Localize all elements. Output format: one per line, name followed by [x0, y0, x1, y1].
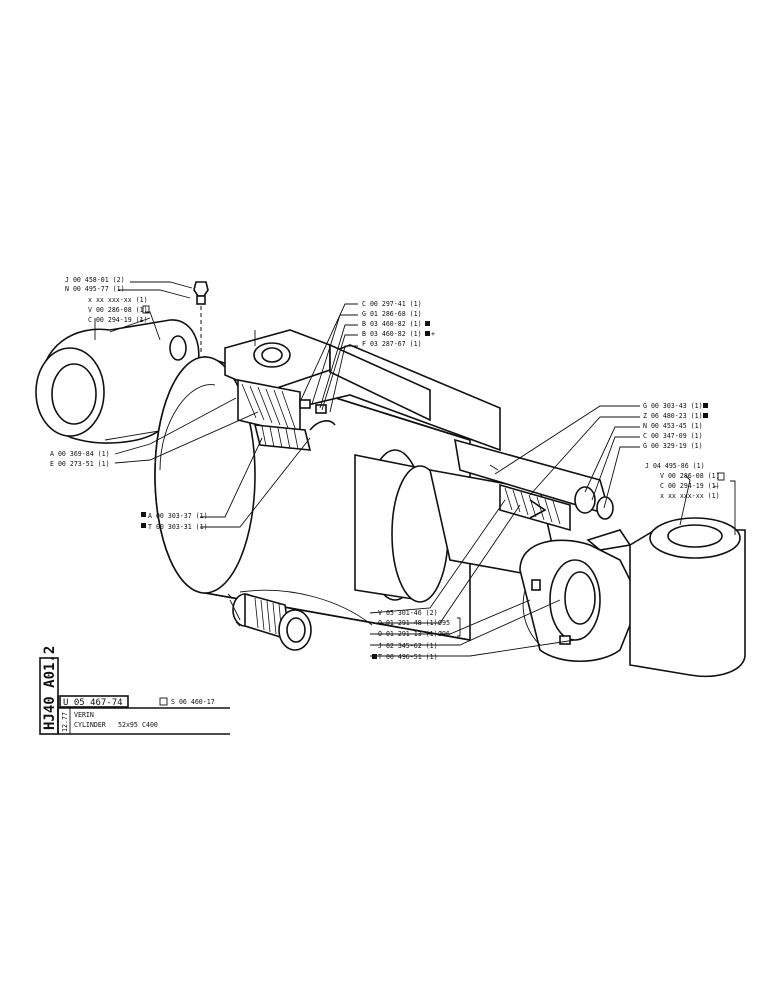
part-label: V 05 301-46 (2) [378, 609, 438, 617]
part-label: x xx xxx-xx (1) [660, 492, 720, 500]
part-label: J 02 345-62 (1) [378, 642, 438, 650]
piston-section [354, 449, 449, 603]
part-label: A 00 369-84 (1) [50, 450, 110, 458]
square-symbol [141, 523, 146, 528]
labels-center: C 00 297-41 (1) G 01 286-68 (1) B 03 460… [362, 300, 435, 348]
part-label: V 00 286-08 (1) [88, 306, 148, 314]
arrow-symbol: ← [140, 316, 144, 324]
box-symbol [159, 697, 168, 706]
labels-bottom: V 05 301-46 (2) O 01 291-48 (1) Ø95 O 01… [372, 609, 450, 661]
revision-date: 12.77 [61, 712, 69, 732]
rod-head [454, 438, 632, 551]
rear-clevis [35, 317, 200, 444]
part-label: Z 06 480-23 (1) [643, 412, 703, 420]
diameter-note: Ø95 [438, 619, 450, 627]
cylinder-model: C400 [142, 721, 158, 729]
plus-symbol: + [431, 330, 435, 338]
part-label: N 00 495-77 (1) [65, 285, 125, 293]
box-symbol [142, 305, 150, 314]
ref-number: S 06 460-17 [171, 698, 215, 706]
part-label: N 00 453-45 (1) [643, 422, 703, 430]
part-label: E 00 273-51 (1) [50, 460, 110, 468]
part-label: C 00 294-19 (1) [88, 316, 148, 324]
part-label: C 00 347-09 (1) [643, 432, 703, 440]
drawing-code: HJ40 A01.2 [42, 646, 58, 730]
part-label: G 00 303-43 (1) [643, 402, 703, 410]
part-label: F 03 287-67 (1) [362, 340, 422, 348]
part-label: x xx xxx-xx (1) [88, 296, 148, 304]
title-en: CYLINDER [74, 721, 106, 729]
square-symbol [703, 413, 708, 418]
port-block [224, 329, 431, 422]
arrow-symbol: ← [714, 482, 718, 490]
part-label: T 00 496-51 (1) [378, 653, 438, 661]
grease-nipple [193, 281, 209, 352]
square-symbol [425, 321, 430, 326]
part-label: J 00 458-01 (2) [65, 276, 125, 284]
part-label: T 00 303-31 (1) [148, 523, 208, 531]
part-label: O 01 291-13 (1) [378, 630, 438, 638]
square-symbol [703, 403, 708, 408]
labels-left: J 00 458-01 (2) N 00 495-77 (1) x xx xxx… [50, 276, 208, 531]
cutaway-hatch-left [237, 379, 336, 451]
part-label: C 00 294-19 (1) [660, 482, 720, 490]
square-symbol [141, 512, 146, 517]
part-label: B 03 460-82 (1) [362, 330, 422, 338]
title-fr: VERIN [74, 711, 94, 719]
seal-detail-inset [227, 589, 373, 651]
cylinder-drawing [35, 281, 746, 678]
part-label: A 00 303-37 (1) [148, 512, 208, 520]
leader-lines [94, 281, 736, 657]
title-block: HJ40 A01.2 U 05 467-74 S 06 460-17 12.77… [39, 646, 230, 735]
labels-right: G 00 303-43 (1) Z 06 480-23 (1) N 00 453… [643, 402, 725, 500]
cylinder-size: 52x95 [118, 721, 138, 729]
front-clevis [629, 517, 746, 678]
square-symbol [372, 654, 377, 659]
part-label: V 00 286-08 (1) [660, 472, 720, 480]
part-label: B 03 460-82 (1) [362, 320, 422, 328]
box-symbol [717, 472, 725, 481]
diameter-note: Ø96 [438, 630, 450, 638]
part-label: G 01 286-68 (1) [362, 310, 422, 318]
part-number: U 05 467-74 [63, 698, 123, 708]
part-label: C 00 297-41 (1) [362, 300, 422, 308]
front-gland [519, 539, 641, 663]
square-symbol [425, 331, 430, 336]
part-label: G 00 329-19 (1) [643, 442, 703, 450]
part-label: J 04 495-86 (1) [645, 462, 705, 470]
part-label: O 01 291-48 (1) [378, 619, 438, 627]
